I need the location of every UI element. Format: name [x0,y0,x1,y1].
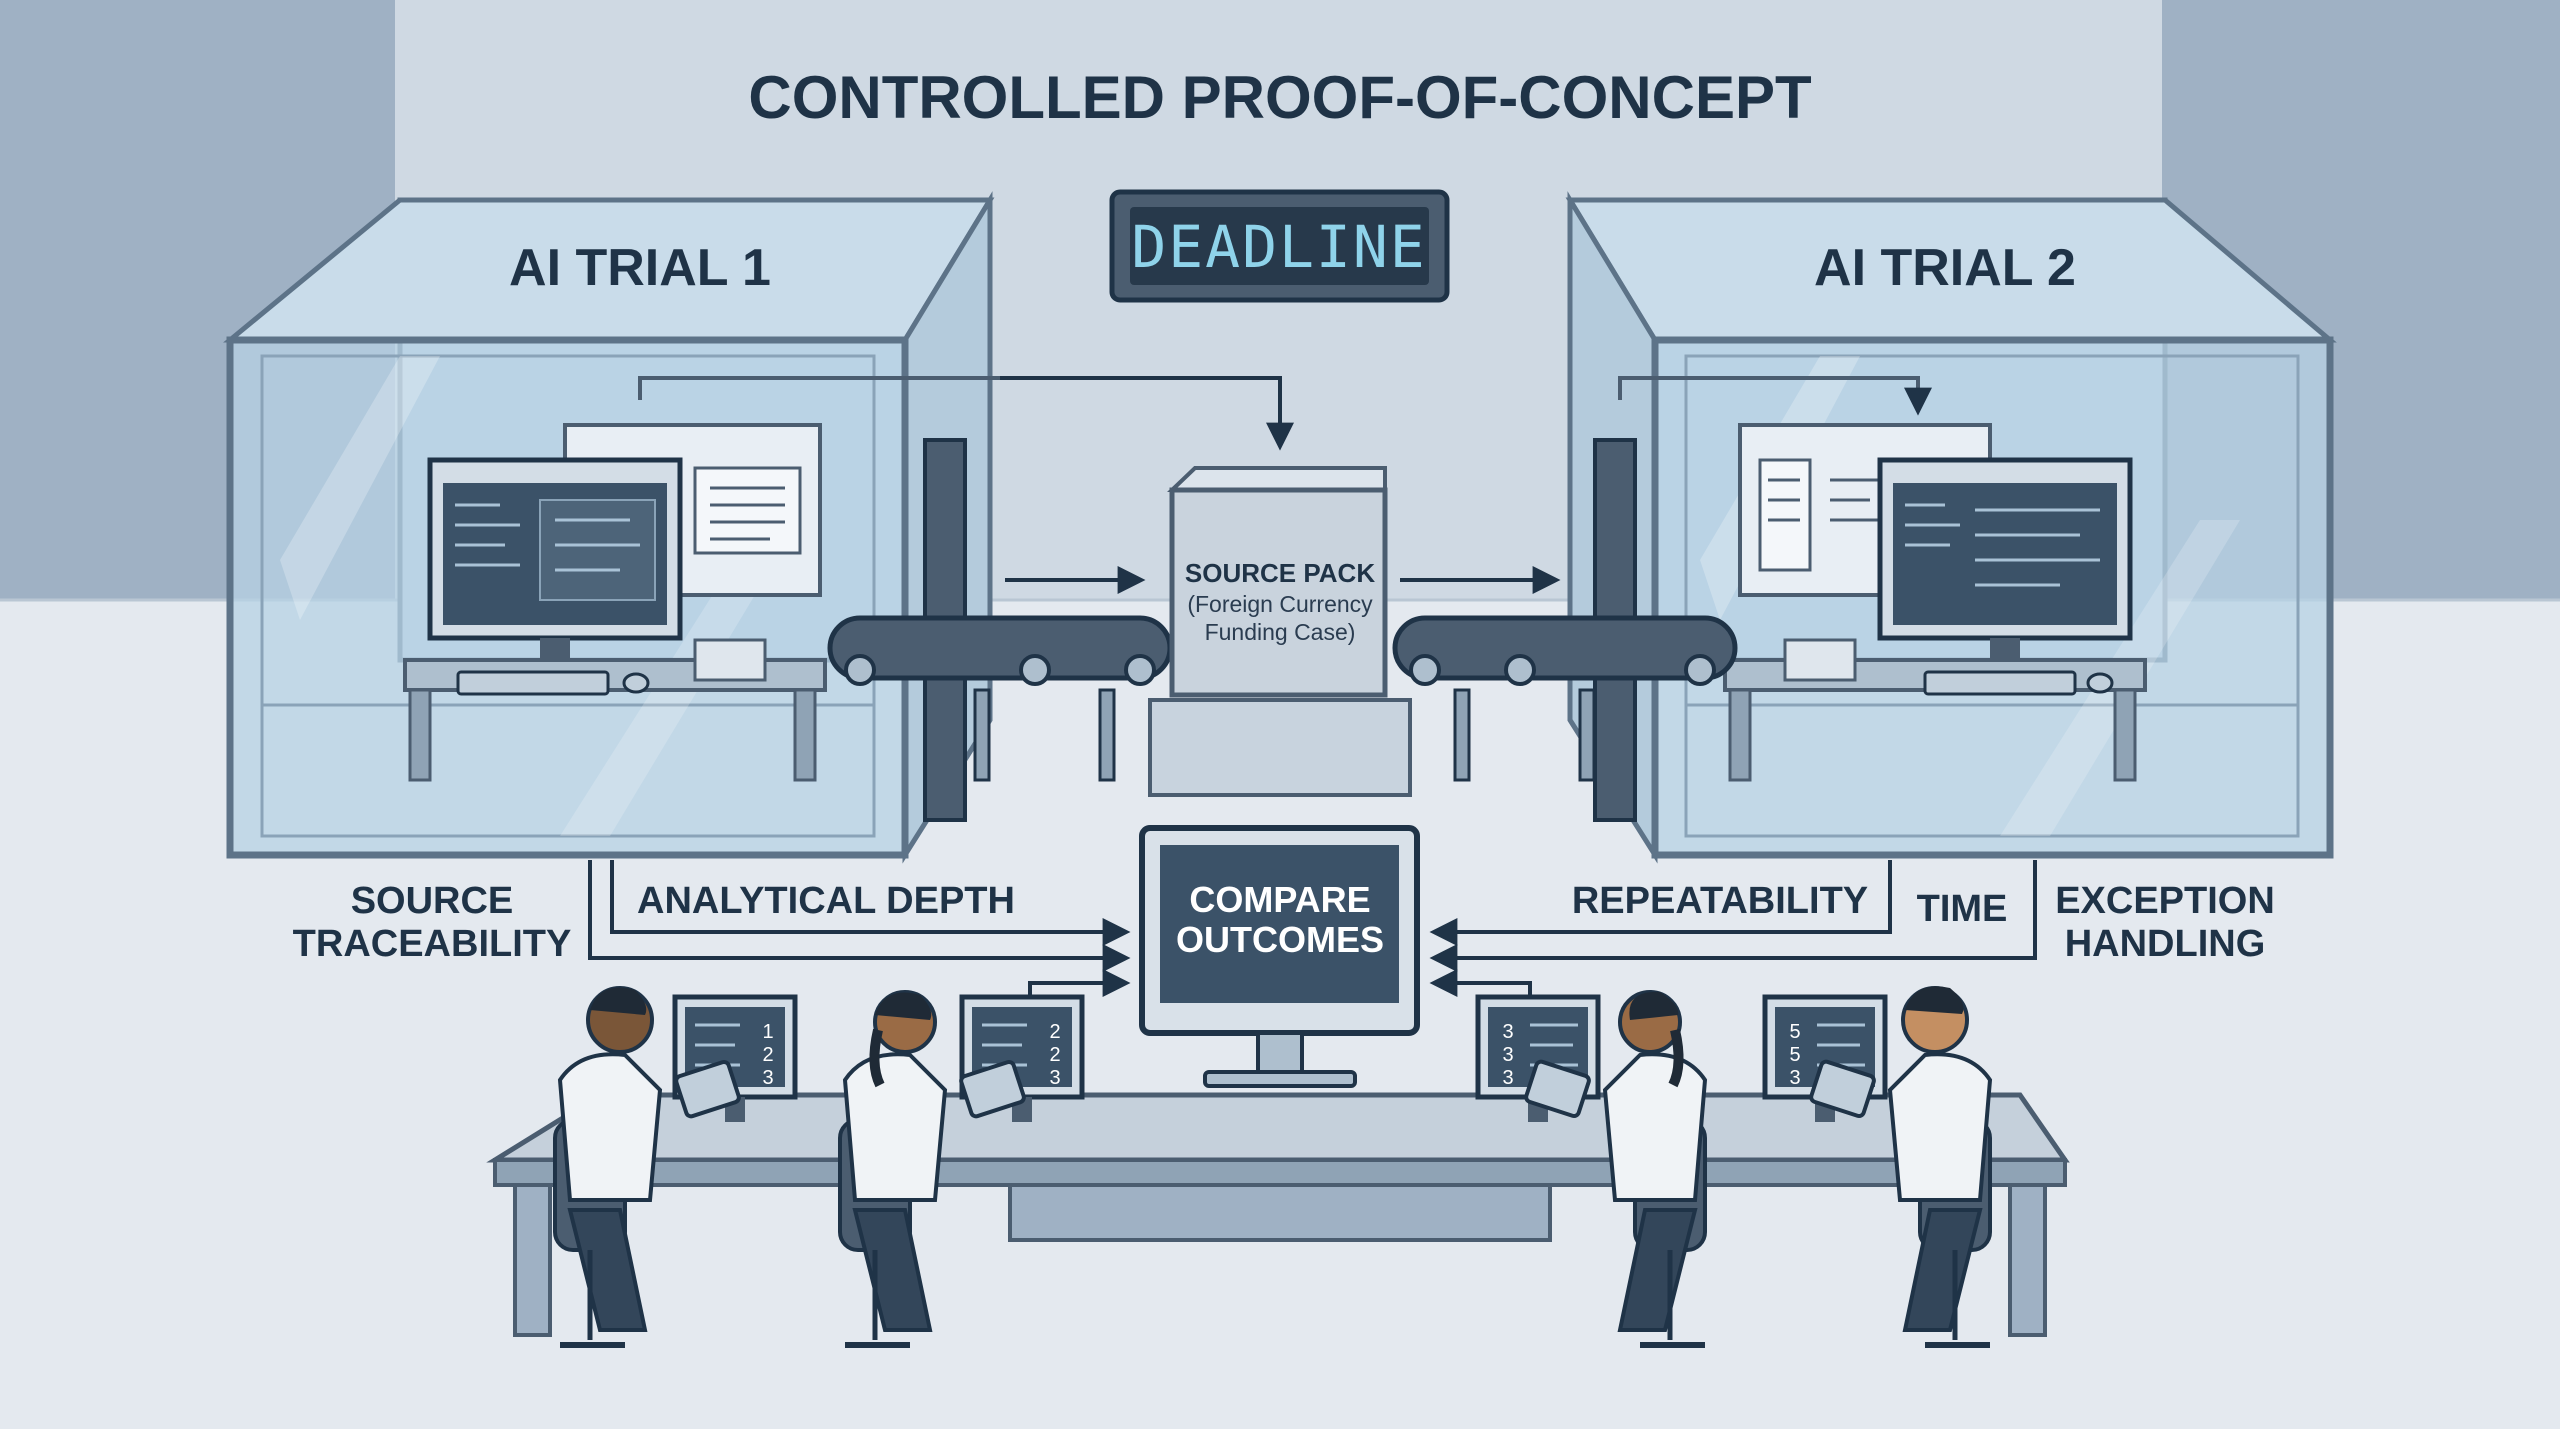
evaluator-person-1 [553,986,741,1348]
evaluator-3-score-1: 3 [1502,1021,1513,1043]
ai-trial-1-title: AI TRIAL 1 [509,239,771,297]
criterion-source-traceability-2: TRACEABILITY [293,923,572,965]
evaluator-monitor-2 [959,994,1085,1122]
criterion-analytical-depth: ANALYTICAL DEPTH [637,880,1015,922]
evaluator-person-3 [1524,990,1708,1348]
ai-trial-2-booth [1565,191,2337,864]
source-pack-subtitle-1: (Foreign Currency [1187,591,1373,617]
deadline-sign: DEADLINE [1109,189,1450,303]
compare-outcomes-line-2: OUTCOMES [1176,919,1384,960]
diagram-title: CONTROLLED PROOF-OF-CONCEPT [748,64,1811,131]
ai-trial-2-title: AI TRIAL 2 [1814,239,2076,297]
evaluator-1-score-1: 1 [762,1021,773,1043]
criteria-arrows [588,860,2037,1000]
evaluator-1-score-3: 3 [762,1067,773,1089]
criterion-time: TIME [1917,888,2008,930]
evaluator-3-score-3: 3 [1502,1067,1513,1089]
deadline-text: DEADLINE [1131,213,1426,281]
source-pack-subtitle-2: Funding Case) [1205,619,1356,645]
source-pack-title: SOURCE PACK [1185,558,1375,588]
criterion-exception-handling-2: HANDLING [2065,923,2266,965]
source-pack-box [1148,466,1412,797]
evaluator-person-4 [1809,986,1993,1348]
evaluator-2-score-3: 3 [1049,1067,1060,1089]
ai-trial-1-booth [223,191,1000,864]
evaluator-2-score-2: 2 [1049,1044,1060,1066]
evaluator-3-score-2: 3 [1502,1044,1513,1066]
criterion-exception-handling-1: EXCEPTION [2055,880,2275,922]
source-flow-arrows [1000,376,1561,594]
evaluator-4-score-2: 5 [1789,1044,1800,1066]
compare-outcomes-line-1: COMPARE [1189,879,1370,920]
criterion-repeatability: REPEATABILITY [1572,880,1868,922]
evaluator-1-score-2: 2 [762,1044,773,1066]
right-conveyor [1392,615,1738,782]
criterion-source-traceability-1: SOURCE [351,880,514,922]
left-conveyor [827,615,1173,782]
evaluator-2-score-1: 2 [1049,1021,1060,1043]
evaluator-person-2 [838,990,1026,1348]
evaluator-4-score-1: 5 [1789,1021,1800,1043]
evaluator-4-score-3: 3 [1789,1067,1800,1089]
